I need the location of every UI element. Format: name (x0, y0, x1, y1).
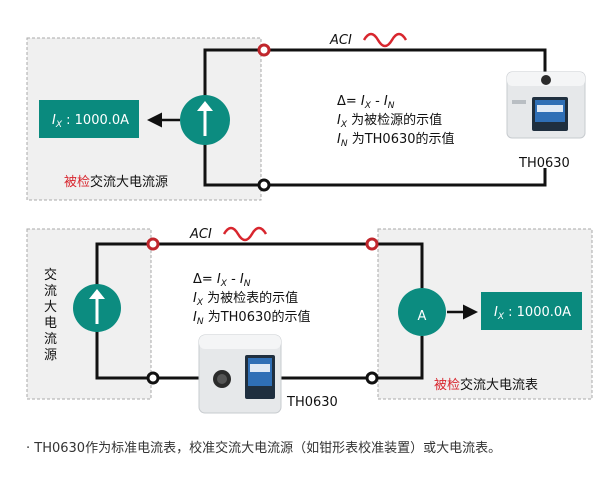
bottom-wire-upper (95, 242, 424, 288)
source-display-top-text: IX : 1000.0A (52, 113, 129, 130)
equation-top: Δ= IX - IN (337, 94, 395, 111)
th0630-device-bottom (198, 334, 282, 414)
bottom-terminal-black-right (365, 371, 379, 385)
th0630-device-top (506, 71, 586, 139)
svg-text:交: 交 (44, 267, 57, 283)
svg-text:电: 电 (44, 316, 57, 331)
equation-bottom: Δ= IX - IN (193, 272, 251, 289)
ac-wave-icon (362, 32, 408, 48)
svg-text:流: 流 (44, 332, 57, 347)
up-arrow-icon (89, 289, 105, 324)
top-panel: IX : 1000.0A 被检交流大电流源 ACI Δ= IX - IN IX … (26, 32, 586, 201)
bottom-panel: 交 流 大 电 流 源 A IX : 1000.0A 被检交流大电流表 ACI (26, 226, 593, 414)
bottom-terminal-red-right (365, 237, 379, 251)
top-terminal-black (257, 178, 271, 192)
top-terminal-red (257, 43, 271, 57)
up-arrow-icon (197, 101, 213, 136)
source-label-top: 被检交流大电流源 (64, 174, 168, 190)
top-wire-lower (203, 140, 547, 187)
definition-in-bottom: IN 为TH0630的示值 (193, 309, 311, 327)
device-label-bottom: TH0630 (286, 395, 338, 410)
ammeter-letter: A (418, 309, 427, 324)
ammeter-symbol (398, 288, 446, 336)
meter-label-bottom: 被检交流大电流表 (434, 377, 538, 393)
bottom-terminal-red-left (146, 237, 160, 251)
meter-display-bottom (481, 292, 582, 330)
definition-ix-top: IX 为被检源的示值 (337, 112, 442, 130)
device-label-top: TH0630 (518, 156, 570, 171)
svg-text:源: 源 (44, 348, 57, 363)
svg-text:流: 流 (44, 284, 57, 299)
top-wire-upper (203, 48, 547, 100)
definition-in-top: IN 为TH0630的示值 (337, 131, 455, 149)
definition-ix-bottom: IX 为被检表的示值 (193, 290, 298, 308)
source-label-bottom: 交 流 大 电 流 源 (44, 267, 57, 363)
caption: · TH0630作为标准电流表，校准交流大电流源（如钳形表校准装置）或大电流表。 (26, 441, 502, 456)
ac-wave-icon (222, 226, 268, 242)
svg-text:大: 大 (44, 300, 57, 315)
ac-label-top: ACI (329, 33, 352, 48)
ac-label-bottom: ACI (189, 227, 212, 242)
source-display-top (39, 100, 139, 138)
meter-display-bottom-text: IX : 1000.0A (494, 305, 571, 322)
bottom-terminal-black-left (146, 371, 160, 385)
